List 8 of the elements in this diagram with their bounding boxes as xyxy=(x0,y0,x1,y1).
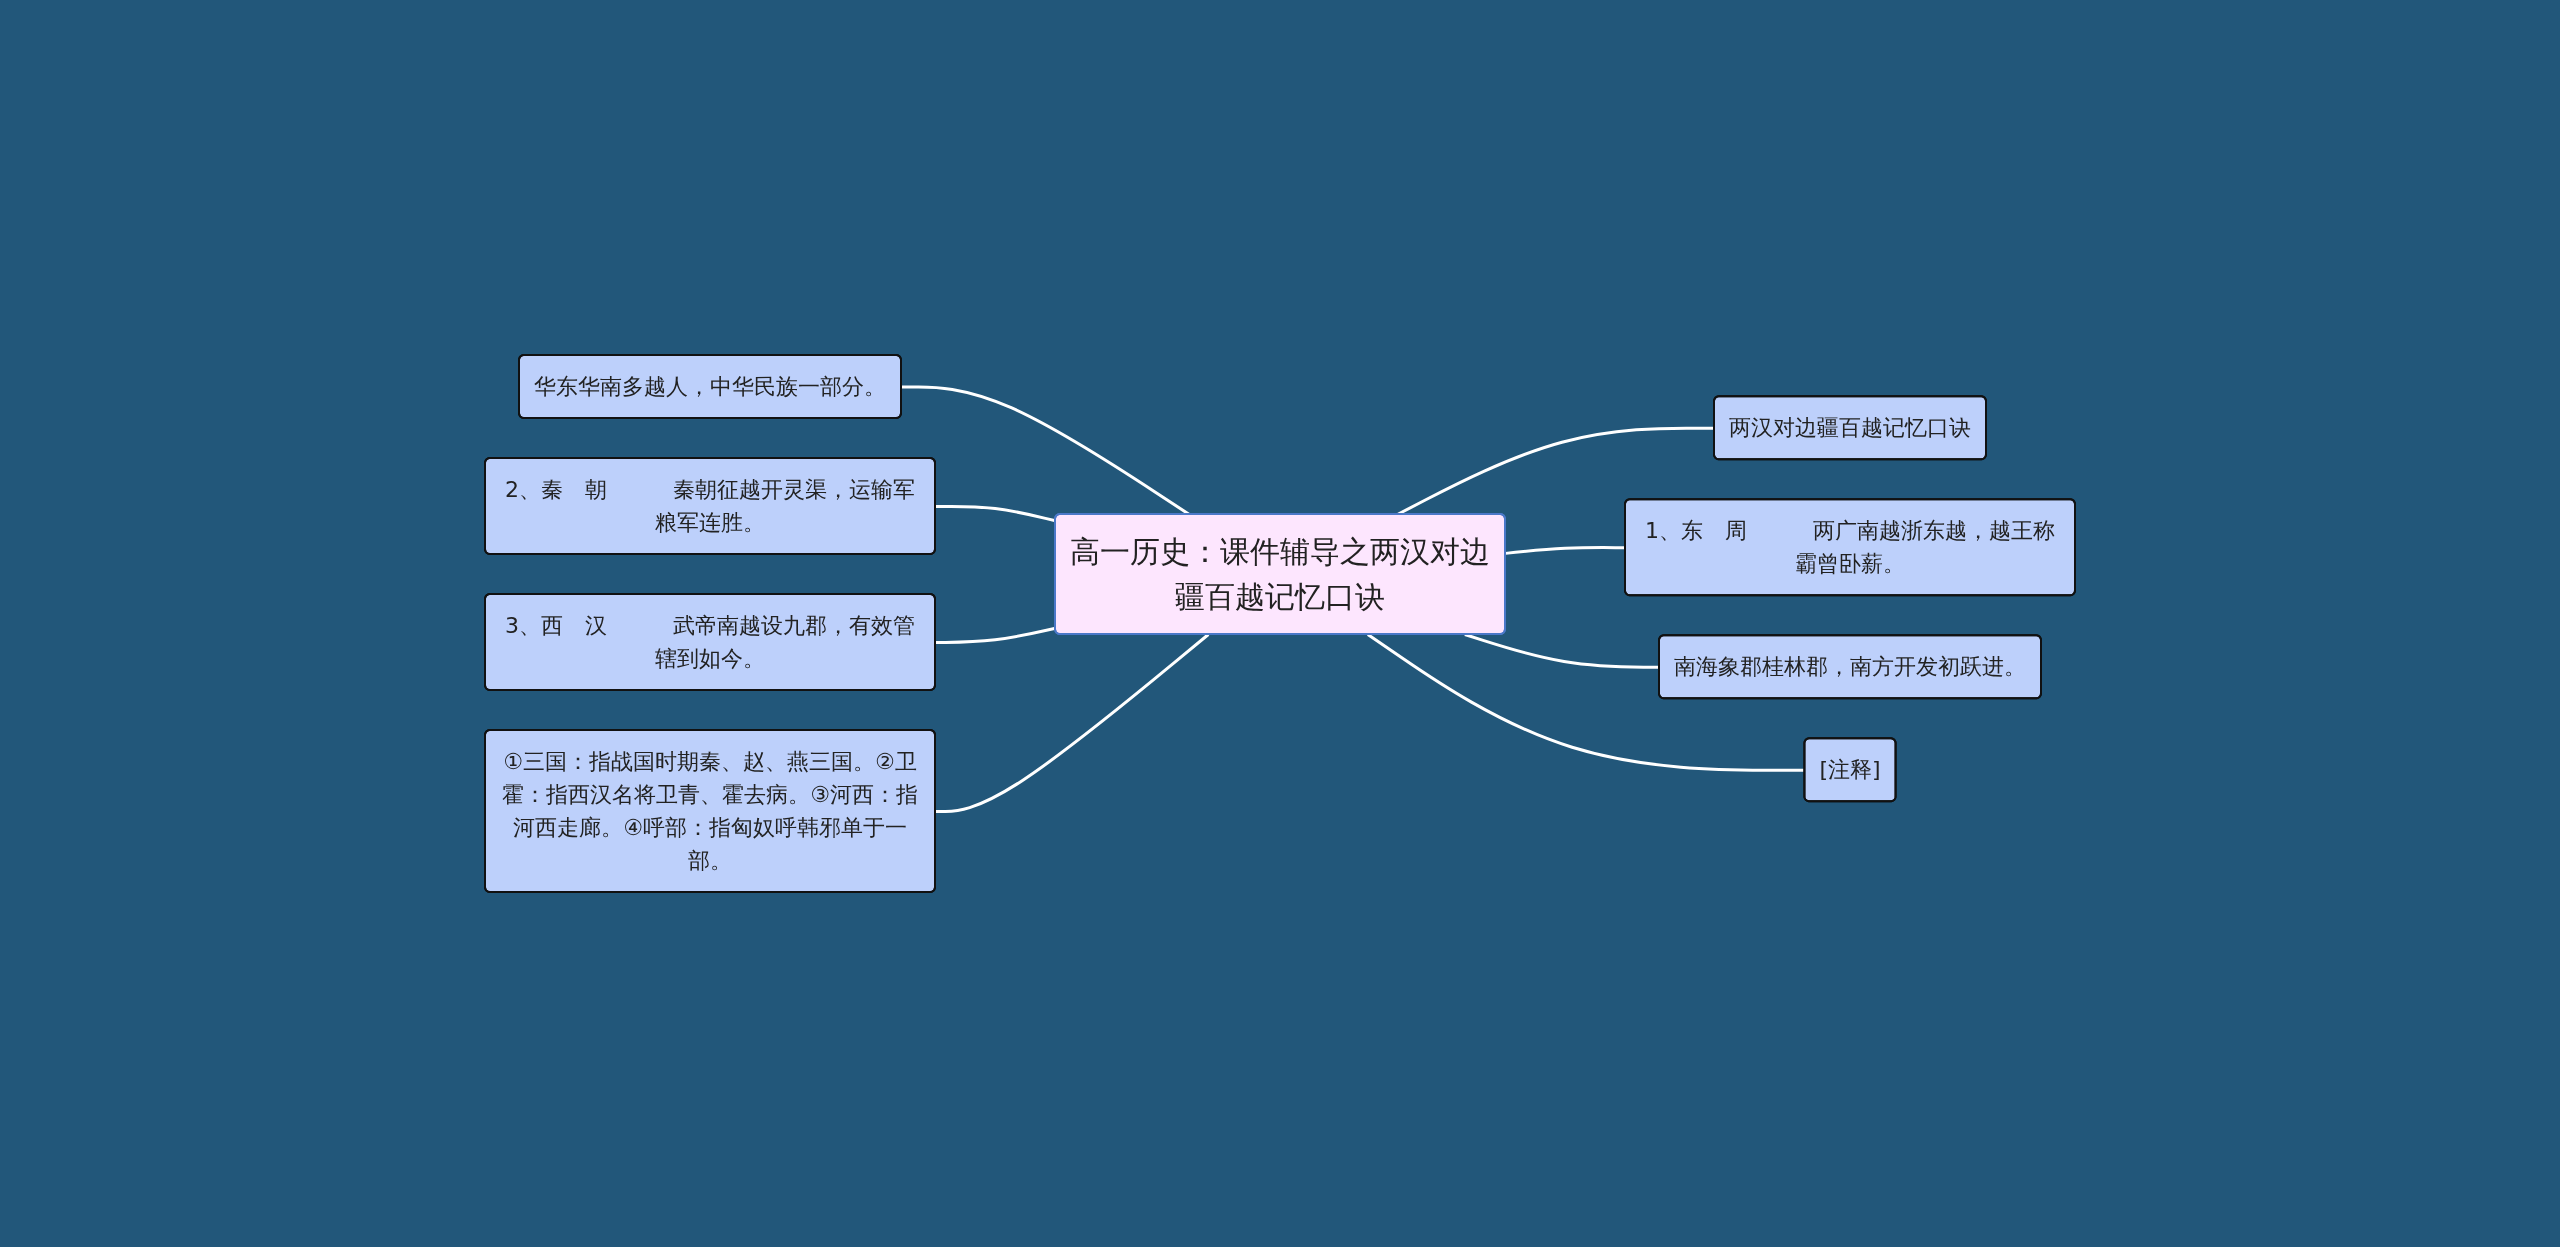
connector xyxy=(1505,546,1626,555)
connector xyxy=(901,385,1191,516)
connector xyxy=(935,626,1056,644)
connector xyxy=(1464,633,1660,669)
connector xyxy=(935,633,1210,813)
connector xyxy=(1396,426,1715,516)
connector xyxy=(935,504,1056,523)
connector xyxy=(1367,633,1805,772)
